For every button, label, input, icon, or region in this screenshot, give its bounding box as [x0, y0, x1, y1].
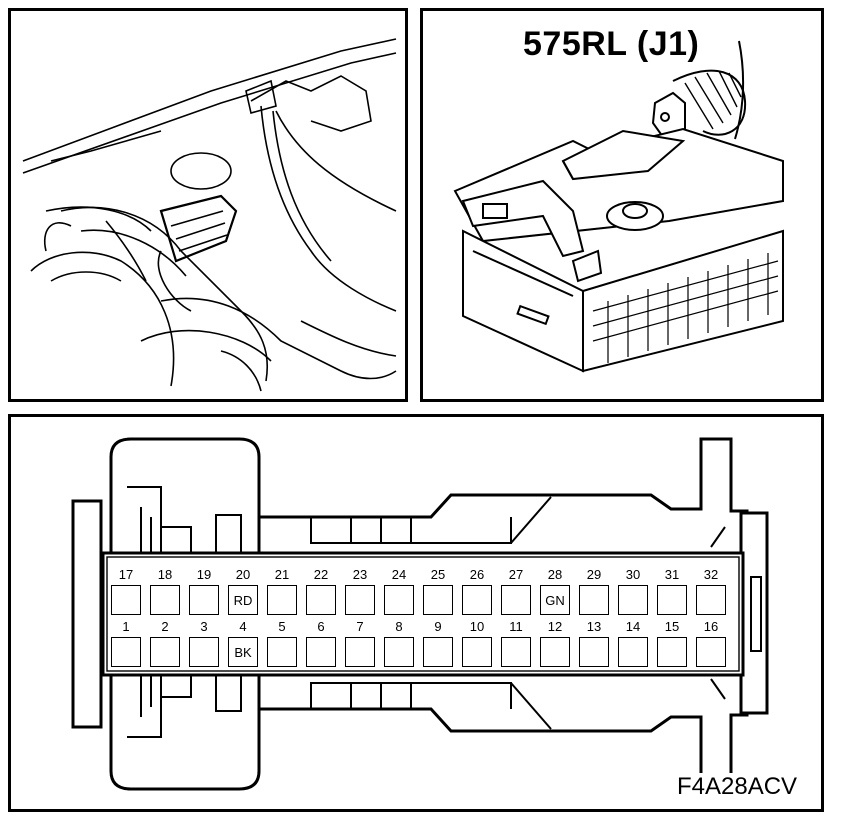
pin-number-label: 4: [239, 619, 247, 634]
figure-code: F4A28ACV: [675, 773, 800, 801]
pin-cavity: [696, 585, 726, 615]
pin-number-label: 23: [352, 567, 368, 582]
pin-number-label: 31: [664, 567, 680, 582]
pin-cavity: [267, 637, 297, 667]
connector-title: 575RL (J1): [523, 25, 700, 63]
pin-number-label: 6: [317, 619, 325, 634]
pin-number-label: 12: [547, 619, 563, 634]
pin-cavity: [618, 637, 648, 667]
pin-cavity: [150, 585, 180, 615]
pin-number-label: 24: [391, 567, 407, 582]
pin-cavity: RD: [228, 585, 258, 615]
pin-number-label: 25: [430, 567, 446, 582]
pin-number-label: 3: [200, 619, 208, 634]
pin-cavity: [345, 585, 375, 615]
pin-number-label: 13: [586, 619, 602, 634]
pin-cavity: [579, 637, 609, 667]
pin-cavity: [267, 585, 297, 615]
pin-number-label: 2: [161, 619, 169, 634]
pin-cavity: [150, 637, 180, 667]
pin-cavity: [345, 637, 375, 667]
pin-cavity: [579, 585, 609, 615]
connector-illustration: [453, 40, 784, 373]
pin-number-label: 17: [118, 567, 134, 582]
pin-number-label: 14: [625, 619, 641, 634]
pin-number-label: 7: [356, 619, 364, 634]
vehicle-interior-sketch: [22, 38, 397, 392]
pin-number-label: 32: [703, 567, 719, 582]
pin-number-label: 19: [196, 567, 212, 582]
pin-number-label: 9: [434, 619, 442, 634]
pin-cavity: [384, 585, 414, 615]
pin-cavity: [618, 585, 648, 615]
pin-number-label: 15: [664, 619, 680, 634]
pin-cavity: [540, 637, 570, 667]
pin-number-label: 29: [586, 567, 602, 582]
pin-number-label: 5: [278, 619, 286, 634]
pin-cavity: BK: [228, 637, 258, 667]
pin-cavity: [501, 637, 531, 667]
pin-cavity: [423, 637, 453, 667]
pin-number-label: 20: [235, 567, 251, 582]
pin-number-label: 1: [122, 619, 130, 634]
pin-number-label: 11: [509, 619, 523, 634]
pin-cavity: GN: [540, 585, 570, 615]
pin-number-label: 16: [703, 619, 719, 634]
pin-cavity: [657, 585, 687, 615]
pin-cavity: [462, 585, 492, 615]
pin-number-label: 21: [274, 567, 290, 582]
pin-cavity: [384, 637, 414, 667]
pin-cavity: [111, 637, 141, 667]
pin-number-label: 22: [313, 567, 329, 582]
pin-cavity: [657, 637, 687, 667]
pin-cavity: [462, 637, 492, 667]
pin-cavity: [423, 585, 453, 615]
pin-cavity: [306, 637, 336, 667]
pin-cavity: [111, 585, 141, 615]
pin-cavity: [306, 585, 336, 615]
pin-cavity: [501, 585, 531, 615]
vehicle-location-panel: [8, 8, 408, 402]
pin-cavity: [189, 585, 219, 615]
pin-number-label: 18: [157, 567, 173, 582]
connector-view-panel: 575RL (J1): [420, 8, 824, 402]
pin-cavity: [696, 637, 726, 667]
pin-cavity: [189, 637, 219, 667]
pin-number-label: 8: [395, 619, 403, 634]
pin-number-label: 28: [547, 567, 563, 582]
pin-number-label: 26: [469, 567, 485, 582]
pin-number-label: 10: [469, 619, 485, 634]
pin-number-label: 30: [625, 567, 641, 582]
pin-number-label: 27: [508, 567, 524, 582]
